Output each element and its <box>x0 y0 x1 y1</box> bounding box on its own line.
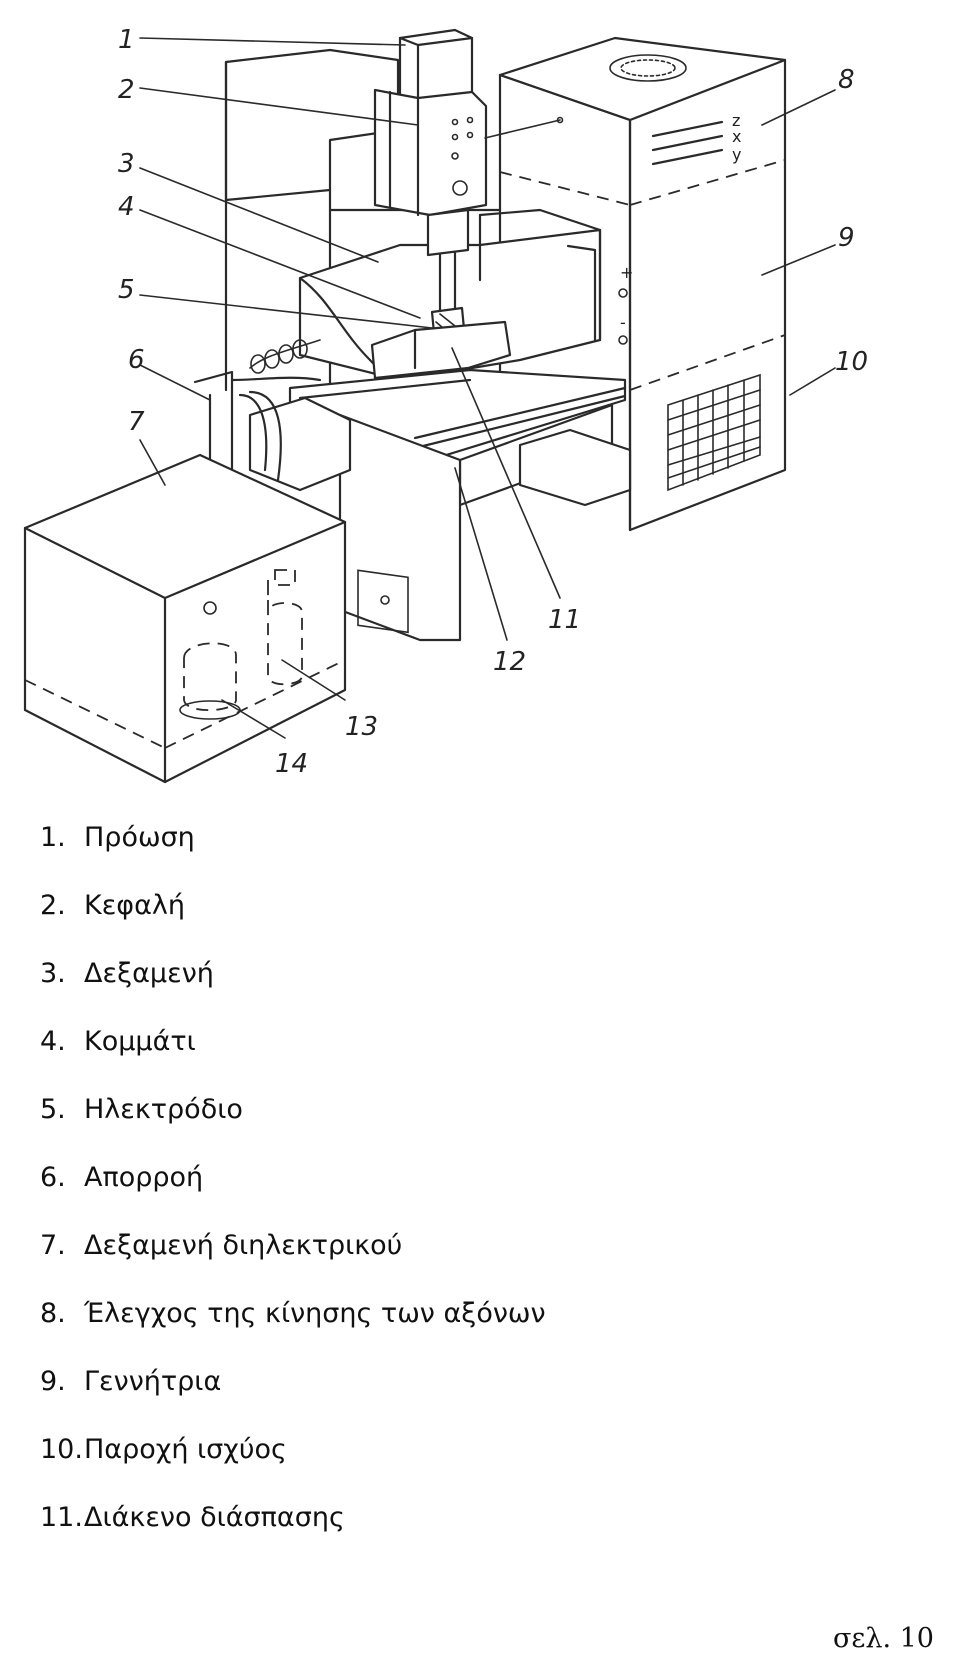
legend-number: 4. <box>40 1026 66 1057</box>
terminal-plus: + <box>620 263 633 282</box>
legend-item: 3. Δεξαμενή <box>40 956 900 1024</box>
legend-item: 9. Γεννήτρια <box>40 1364 900 1432</box>
legend-number: 1. <box>40 822 66 853</box>
dielectric-reservoir <box>23 453 347 784</box>
legend-label: Δεξαμενή διηλεκτρικού <box>84 1230 403 1261</box>
legend-label: Παροχή ισχύος <box>84 1434 287 1465</box>
legend-label: Γεννήτρια <box>84 1366 222 1397</box>
callout-7: 7 <box>128 407 145 437</box>
axis-letter: z <box>732 111 740 130</box>
axis-letter: y <box>732 145 741 164</box>
edm-machine-figure: z x y + - <box>0 0 960 800</box>
legend-item: 1. Πρόωση <box>40 820 900 888</box>
callout-11: 11 <box>548 605 581 635</box>
worktable <box>248 368 632 642</box>
legend-label: Δεξαμενή <box>84 958 214 989</box>
legend-label: Έλεγχος της κίνησης των αξόνων <box>84 1298 546 1329</box>
ventilation-grille <box>667 373 761 492</box>
callout-2: 2 <box>118 75 135 105</box>
legend-label: Πρόωση <box>84 822 195 853</box>
parts-legend: 1. Πρόωση 2. Κεφαλή 3. Δεξαμενή 4. Κομμάτι 5… <box>40 820 900 1568</box>
callout-12: 12 <box>493 647 526 677</box>
legend-item: 7. Δεξαμενή διηλεκτρικού <box>40 1228 900 1296</box>
callout-10: 10 <box>835 347 868 377</box>
leader-lines <box>139 37 836 739</box>
edm-machine-drawing: z x y + - <box>23 25 868 784</box>
legend-number: 10. <box>40 1434 83 1465</box>
legend-item: 5. Ηλεκτρόδιο <box>40 1092 900 1160</box>
legend-item: 8. Έλεγχος της κίνησης των αξόνων <box>40 1296 900 1364</box>
electrode-workpiece <box>370 306 512 380</box>
callout-5: 5 <box>118 275 135 305</box>
callout-1: 1 <box>118 25 135 55</box>
legend-number: 6. <box>40 1162 66 1193</box>
callout-3: 3 <box>118 149 135 179</box>
legend-item: 10.Παροχή ισχύος <box>40 1432 900 1500</box>
legend-label: Κεφαλή <box>84 890 185 921</box>
legend-item: 2. Κεφαλή <box>40 888 900 956</box>
callout-14: 14 <box>275 749 308 779</box>
legend-number: 7. <box>40 1230 66 1261</box>
terminal-minus: - <box>620 313 626 332</box>
callout-8: 8 <box>838 65 855 95</box>
legend-number: 3. <box>40 958 66 989</box>
legend-number: 11. <box>40 1502 83 1533</box>
legend-label: Κομμάτι <box>84 1026 196 1057</box>
page-number: σελ. 10 <box>832 1623 934 1654</box>
legend-label: Διάκενο διάσπασης <box>84 1502 345 1533</box>
callout-4: 4 <box>118 192 135 222</box>
callout-13: 13 <box>345 712 378 742</box>
legend-label: Απορροή <box>84 1162 204 1193</box>
legend-item: 6. Απορροή <box>40 1160 900 1228</box>
callout-6: 6 <box>128 345 145 375</box>
callout-9: 9 <box>838 223 855 253</box>
control-cabinet: z x y <box>498 36 787 532</box>
work-tank: + - <box>298 208 633 432</box>
legend-item: 4. Κομμάτι <box>40 1024 900 1092</box>
legend-number: 2. <box>40 890 66 921</box>
legend-number: 9. <box>40 1366 66 1397</box>
legend-number: 8. <box>40 1298 66 1329</box>
axis-letter: x <box>732 127 741 146</box>
legend-item: 11.Διάκενο διάσπασης <box>40 1500 900 1568</box>
legend-number: 5. <box>40 1094 66 1125</box>
legend-label: Ηλεκτρόδιο <box>84 1094 243 1125</box>
callout-numbers: 1 2 3 4 5 6 7 8 9 10 11 12 13 14 <box>118 25 868 779</box>
machine-head <box>373 28 488 322</box>
